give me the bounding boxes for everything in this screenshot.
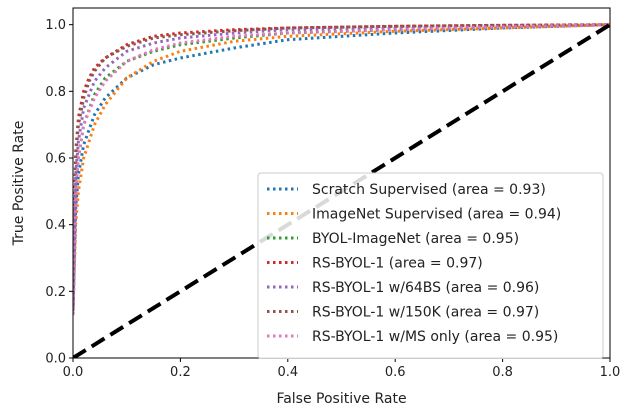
series-line-1 bbox=[73, 23, 610, 312]
legend-label-6: RS-BYOL-1 w/150K (area = 0.97) bbox=[312, 305, 539, 321]
y-tick-label-2: 0.4 bbox=[45, 218, 66, 233]
series-line-5 bbox=[73, 23, 610, 312]
x-tick-label-5: 1.0 bbox=[600, 365, 621, 380]
x-axis-label: False Positive Rate bbox=[276, 391, 406, 407]
series-line-7 bbox=[73, 23, 610, 315]
legend-label-5: RS-BYOL-1 w/64BS (area = 0.96) bbox=[312, 280, 539, 296]
x-tick-label-3: 0.6 bbox=[385, 365, 406, 380]
x-axis: 0.0 0.2 0.4 0.6 0.8 1.0 bbox=[63, 358, 621, 380]
y-tick-label-5: 1.0 bbox=[45, 18, 66, 33]
series-line-2 bbox=[73, 23, 610, 315]
legend-label-4: RS-BYOL-1 (area = 0.97) bbox=[312, 256, 483, 272]
legend-box bbox=[257, 172, 604, 359]
y-tick-label-3: 0.6 bbox=[45, 152, 66, 167]
x-tick-label-4: 0.8 bbox=[492, 365, 513, 380]
series-line-6 bbox=[73, 23, 610, 309]
legend-label-7: RS-BYOL-1 w/MS only (area = 0.95) bbox=[312, 329, 558, 345]
legend-label-1: Scratch Supervised (area = 0.93) bbox=[312, 182, 546, 198]
x-tick-label-2: 0.4 bbox=[277, 365, 298, 380]
legend: Scratch Supervised (area = 0.93) ImageNet… bbox=[257, 172, 604, 359]
legend-label-2: ImageNet Supervised (area = 0.94) bbox=[312, 207, 561, 223]
x-tick-label-0: 0.0 bbox=[63, 365, 84, 380]
y-tick-label-1: 0.2 bbox=[45, 285, 66, 300]
legend-label-3: BYOL-ImageNet (area = 0.95) bbox=[312, 231, 519, 247]
y-axis: 0.0 0.2 0.4 0.6 0.8 1.0 bbox=[45, 18, 73, 367]
x-tick-label-1: 0.2 bbox=[170, 365, 191, 380]
y-axis-label: True Positive Rate bbox=[11, 121, 27, 247]
y-tick-label-4: 0.8 bbox=[45, 85, 66, 100]
y-tick-label-0: 0.0 bbox=[45, 352, 66, 367]
